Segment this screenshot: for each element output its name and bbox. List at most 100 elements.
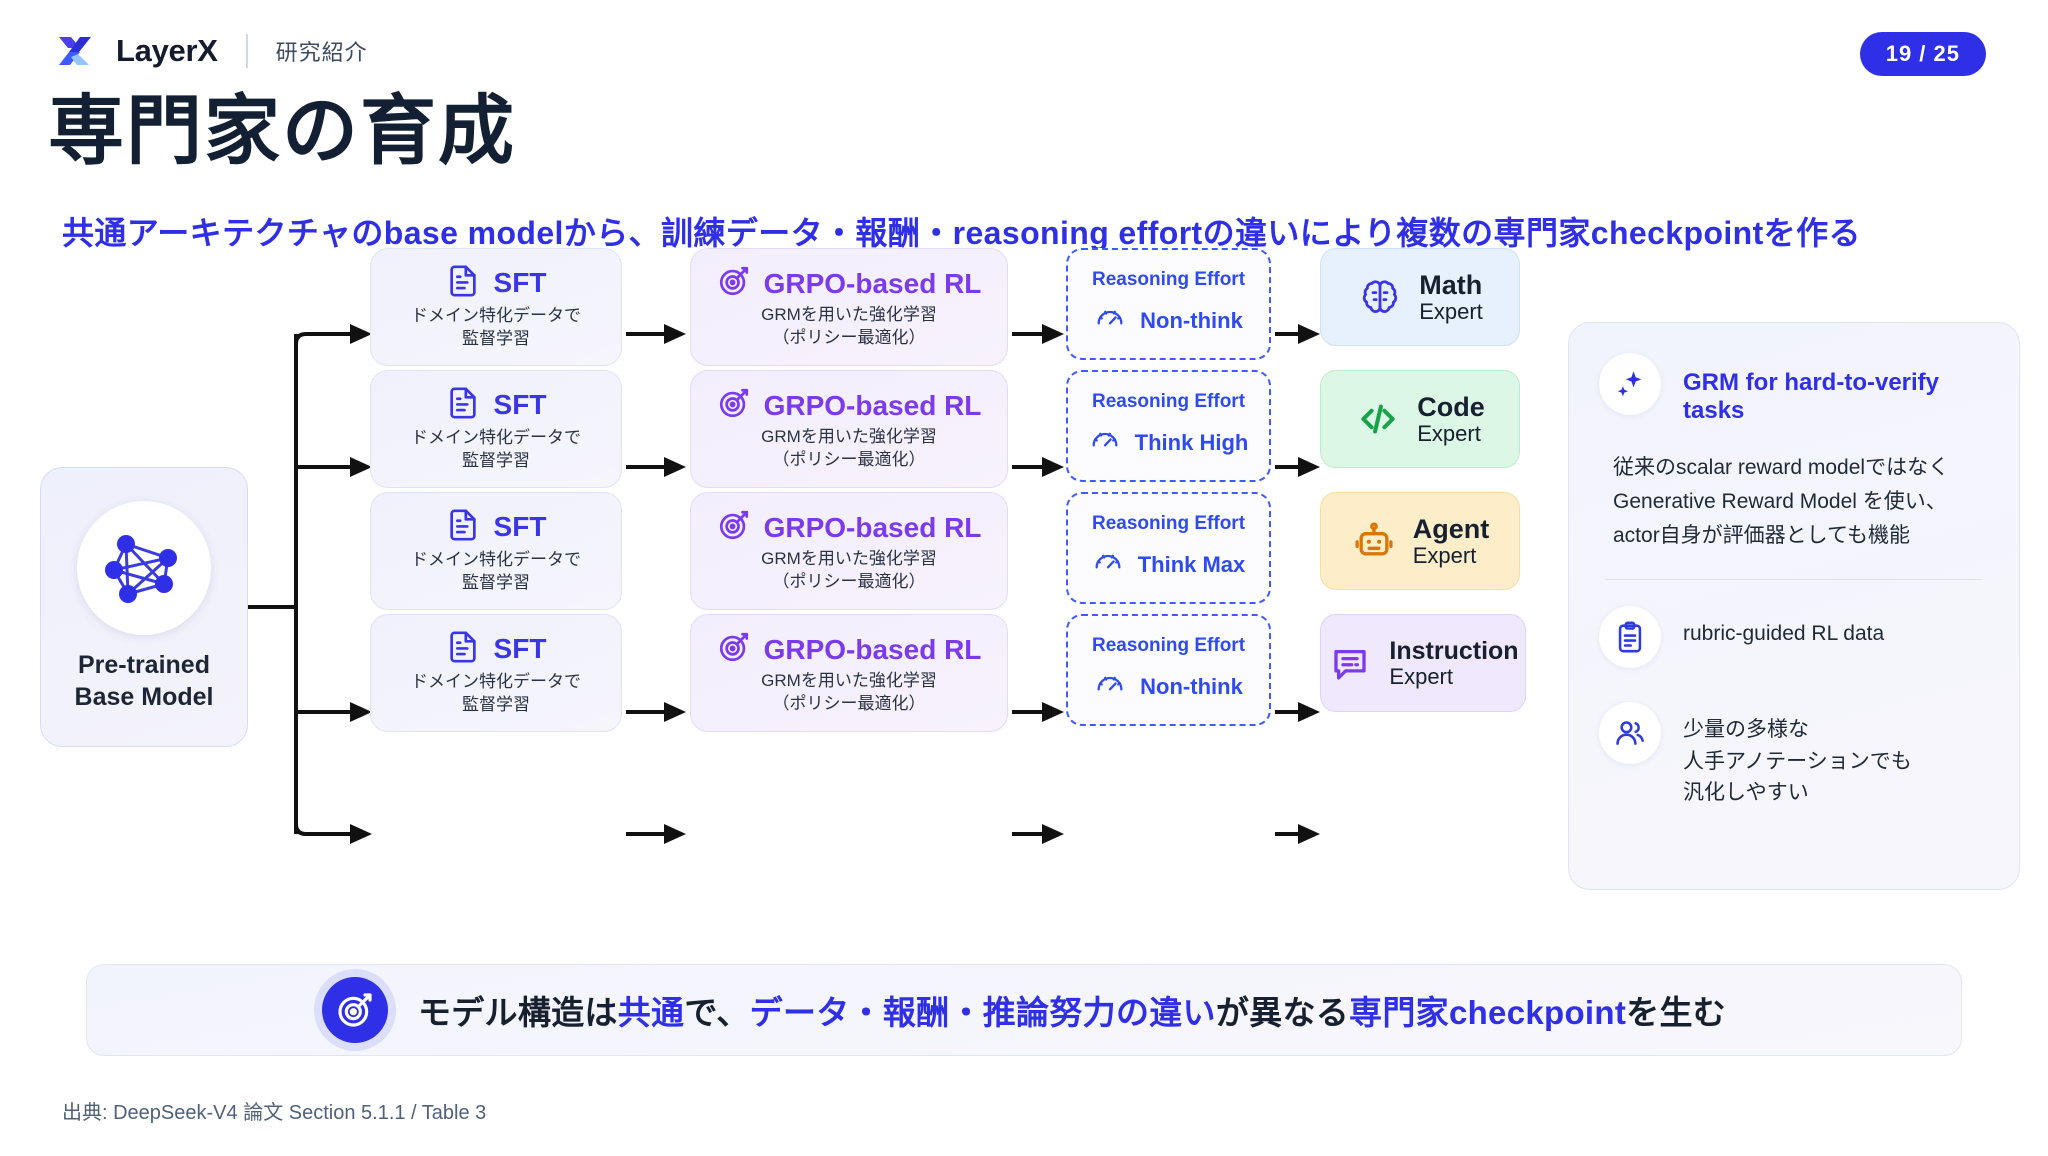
panel-head-row: GRM for hard-to-verify tasks <box>1599 353 1989 425</box>
banner-part: で、 <box>684 994 750 1031</box>
base-model-label: Pre-trained Base Model <box>75 649 214 714</box>
panel-heading: GRM for hard-to-verify tasks <box>1683 369 1940 424</box>
expert-role: Expert <box>1412 542 1477 568</box>
grpo-title: GRPO-based RL <box>763 511 982 543</box>
grpo-line2: （ポリシー最適化） <box>772 572 926 591</box>
sft-subtext: ドメイン特化データで 監督学習 <box>411 427 581 473</box>
reasoning-effort-title: Reasoning Effort <box>1091 391 1246 412</box>
expert-name: Math <box>1419 269 1483 300</box>
reasoning-effort-value: Think High <box>1134 429 1249 455</box>
document-lines-icon <box>446 386 480 425</box>
expert-role: Expert <box>1417 420 1481 446</box>
sft-line2: 監督学習 <box>462 450 530 470</box>
summary-banner: モデル構造は共通で、データ・報酬・推論努力の違いが異なる専門家checkpoin… <box>86 964 1962 1056</box>
banner-part-highlight: データ・報酬・推論努力の違い <box>749 994 1216 1031</box>
reasoning-effort-title: Reasoning Effort <box>1091 513 1246 534</box>
target-dart-icon <box>321 977 388 1043</box>
reasoning-effort-card[interactable]: Reasoning Effort Non-think <box>1066 248 1271 360</box>
document-lines-icon <box>446 508 480 547</box>
grpo-card[interactable]: GRPO-based RL GRMを用いた強化学習 （ポリシー最適化） <box>690 614 1008 732</box>
sft-subtext: ドメイン特化データで 監督学習 <box>411 305 581 351</box>
sft-card[interactable]: SFT ドメイン特化データで 監督学習 <box>370 492 622 610</box>
sft-line1: ドメイン特化データで <box>411 305 581 325</box>
sft-card[interactable]: SFT ドメイン特化データで 監督学習 <box>370 370 622 488</box>
banner-part: モデル構造は <box>417 994 618 1031</box>
panel-body-line2: Generative Reward Model を使い、 <box>1613 490 1947 514</box>
expert-role: Expert <box>1389 663 1453 689</box>
summary-banner-text: モデル構造は共通で、データ・報酬・推論努力の違いが異なる専門家checkpoin… <box>418 986 1726 1034</box>
page-subtitle: 共通アーキテクチャのbase modelから、訓練データ・報酬・reasonin… <box>62 215 1861 251</box>
grpo-line1: GRMを用いた強化学習 <box>761 427 937 447</box>
reasoning-effort-value: Non-think <box>1140 307 1243 333</box>
diagram-canvas: Pre-trained Base Model SFT ドメイン特化データで <box>0 248 2048 932</box>
grpo-card[interactable]: GRPO-based RL GRMを用いた強化学習 （ポリシー最適化） <box>690 492 1008 610</box>
target-dart-icon <box>717 264 751 303</box>
grpo-card[interactable]: GRPO-based RL GRMを用いた強化学習 （ポリシー最適化） <box>690 248 1008 366</box>
sft-title: SFT <box>493 511 547 543</box>
robot-icon <box>1351 518 1397 564</box>
grpo-line2: （ポリシー最適化） <box>772 328 926 347</box>
grpo-subtext: GRMを用いた強化学習 （ポリシー最適化） <box>761 670 937 716</box>
banner-part-highlight: 共通 <box>617 994 685 1031</box>
header-divider <box>245 34 248 68</box>
sft-line2: 監督学習 <box>462 328 530 348</box>
connector-lines <box>248 324 1320 844</box>
banner-part-highlight: 専門家checkpoint <box>1349 994 1627 1031</box>
grpo-title: GRPO-based RL <box>763 389 982 421</box>
document-lines-icon <box>446 630 480 669</box>
sft-line1: ドメイン特化データで <box>411 427 581 447</box>
sft-line2: 監督学習 <box>462 694 530 714</box>
brain-icon <box>1357 274 1403 320</box>
expert-role: Expert <box>1419 298 1483 324</box>
sft-card[interactable]: SFT ドメイン特化データで 監督学習 <box>370 614 622 732</box>
code-brackets-icon <box>1355 396 1401 442</box>
expert-name: Instruction <box>1389 636 1519 665</box>
panel-body-line1: 従来のscalar reward modelではなく <box>1613 456 1950 479</box>
page-title: 専門家の育成 <box>48 89 516 174</box>
panel-item: rubric-guided RL data <box>1599 606 1989 669</box>
gauge-icon <box>1094 302 1126 339</box>
panel-body-text: 従来のscalar reward modelではなく Generative Re… <box>1613 451 1985 553</box>
panel-item-line1: 少量の多様な <box>1683 718 1809 742</box>
sft-card[interactable]: SFT ドメイン特化データで 監督学習 <box>370 248 622 366</box>
grpo-card[interactable]: GRPO-based RL GRMを用いた強化学習 （ポリシー最適化） <box>690 370 1008 488</box>
target-dart-icon <box>717 508 751 547</box>
target-dart-icon <box>717 630 751 669</box>
reasoning-effort-card[interactable]: Reasoning Effort Non-think <box>1066 614 1271 726</box>
neural-network-icon <box>77 500 211 635</box>
target-dart-icon <box>717 386 751 425</box>
sft-subtext: ドメイン特化データで 監督学習 <box>411 671 581 717</box>
expert-card-instruction[interactable]: Instruction Expert <box>1320 614 1526 712</box>
reasoning-effort-card[interactable]: Reasoning Effort Think Max <box>1066 492 1271 604</box>
grpo-line2: （ポリシー最適化） <box>772 450 926 469</box>
logo-text: LayerX <box>116 33 218 68</box>
sft-line1: ドメイン特化データで <box>411 549 581 569</box>
slide-header: LayerX 研究紹介 <box>56 32 368 70</box>
reasoning-effort-value: Think Max <box>1137 551 1246 577</box>
panel-item-text: 少量の多様な 人手アノテーションでも 汎化しやすい <box>1683 714 1912 809</box>
panel-body-line3: actor自身が評価器としても機能 <box>1613 524 1911 548</box>
base-model-node[interactable]: Pre-trained Base Model <box>40 467 248 747</box>
grpo-subtext: GRMを用いた強化学習 （ポリシー最適化） <box>761 426 937 472</box>
expert-card-agent[interactable]: Agent Expert <box>1320 492 1520 590</box>
people-icon <box>1599 702 1661 765</box>
grpo-line1: GRMを用いた強化学習 <box>761 671 937 691</box>
panel-item: 少量の多様な 人手アノテーションでも 汎化しやすい <box>1599 702 1989 809</box>
expert-card-math[interactable]: Math Expert <box>1320 248 1520 346</box>
reasoning-effort-value: Non-think <box>1140 673 1243 699</box>
chat-bubble-icon <box>1327 640 1373 686</box>
reasoning-effort-card[interactable]: Reasoning Effort Think High <box>1066 370 1271 482</box>
panel-item-line3: 汎化しやすい <box>1683 781 1809 805</box>
expert-card-code[interactable]: Code Expert <box>1320 370 1520 468</box>
gauge-icon <box>1089 424 1121 461</box>
grpo-subtext: GRMを用いた強化学習 （ポリシー最適化） <box>761 304 937 350</box>
reasoning-effort-title: Reasoning Effort <box>1091 269 1246 290</box>
panel-item-line2: 人手アノテーションでも <box>1683 749 1912 773</box>
gauge-icon <box>1094 668 1126 705</box>
document-lines-icon <box>446 264 480 303</box>
panel-divider <box>1605 579 1983 581</box>
grpo-title: GRPO-based RL <box>763 633 982 665</box>
reasoning-effort-title: Reasoning Effort <box>1091 635 1246 656</box>
expert-name: Agent <box>1412 513 1490 544</box>
